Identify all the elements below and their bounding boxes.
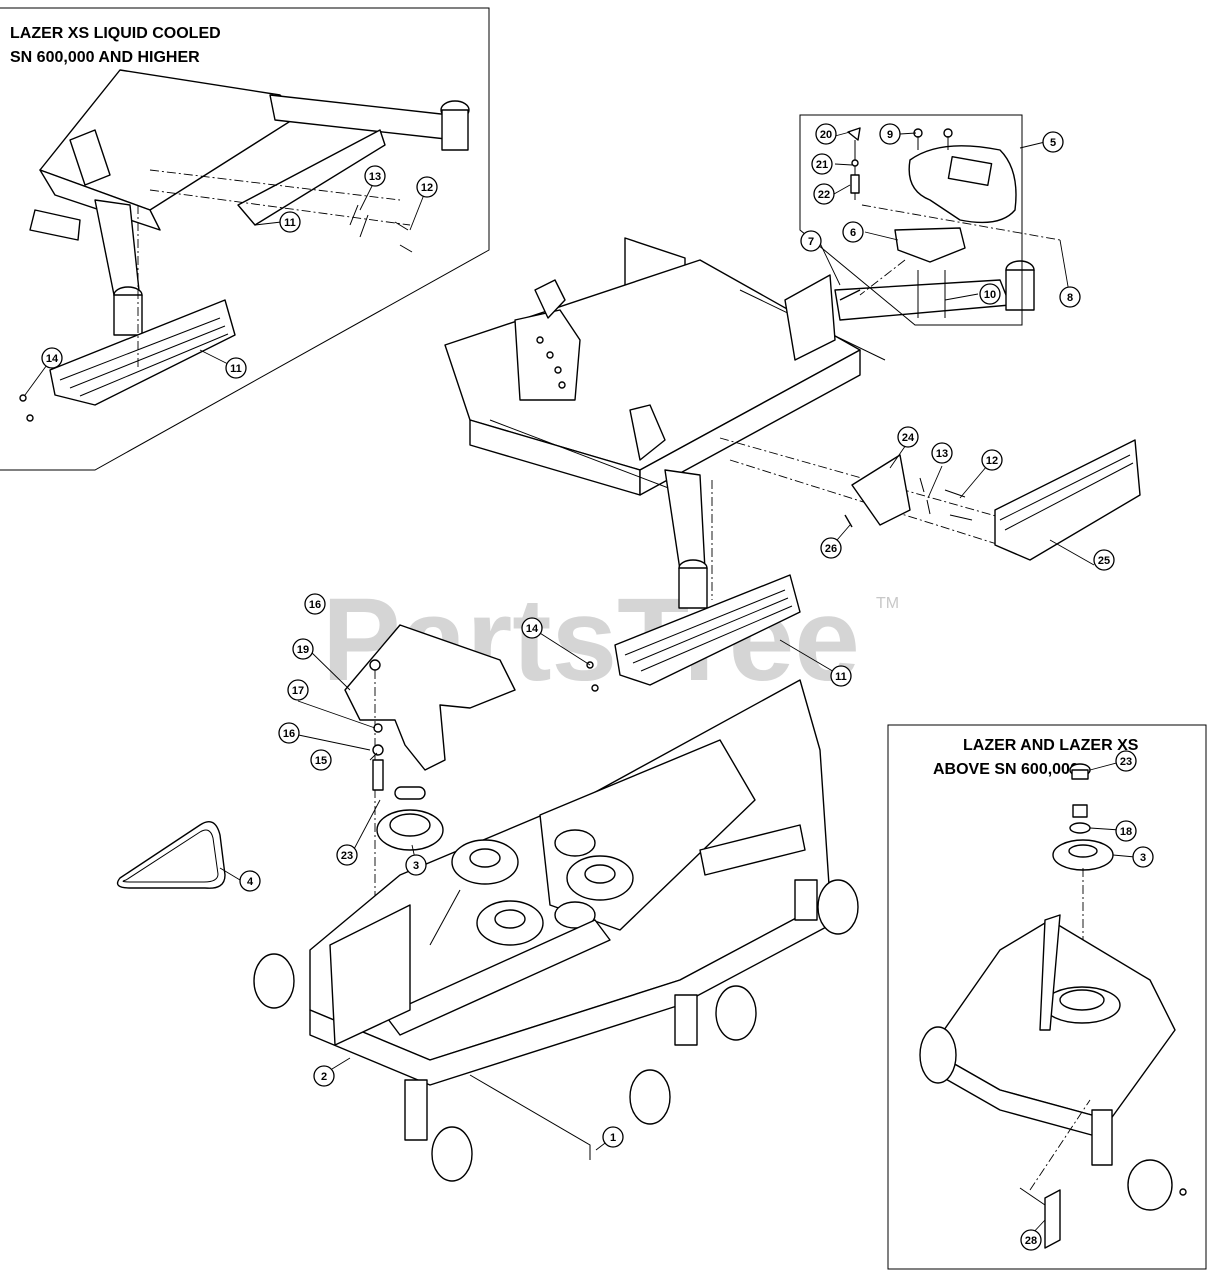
callout-20: 20 <box>815 123 837 145</box>
callout-label: 3 <box>413 860 419 872</box>
callout-label: 5 <box>1050 137 1056 149</box>
callout-1: 1 <box>602 1126 624 1148</box>
callout-label: 28 <box>1025 1235 1037 1247</box>
inset-liquid-cooled: LAZER XS LIQUID COOLED SN 600,000 AND HI… <box>0 7 490 471</box>
callout-25: 25 <box>1093 549 1115 571</box>
callout-label: 1 <box>610 1132 616 1144</box>
watermark-tm: TM <box>876 595 899 612</box>
callout-label: 7 <box>808 236 814 248</box>
callout-21: 21 <box>811 153 833 175</box>
inset2-title-line2: ABOVE SN 600,000 <box>933 761 1079 778</box>
callout-label: 20 <box>820 129 832 141</box>
callout-label: 8 <box>1067 292 1073 304</box>
callout-23: 23 <box>336 844 358 866</box>
callout-label: 14 <box>46 353 59 365</box>
callout-13: 13 <box>931 442 953 464</box>
callout-label: 15 <box>315 755 327 767</box>
callout-label: 25 <box>1098 555 1110 567</box>
callout-label: 11 <box>835 671 847 683</box>
inset-title-line2: SN 600,000 AND HIGHER <box>10 49 200 66</box>
callout-15: 15 <box>310 749 332 771</box>
inset-callout-11a: 11 <box>279 211 301 233</box>
callout-4: 4 <box>239 870 261 892</box>
callout-5: 5 <box>1042 131 1064 153</box>
callout-label: 6 <box>850 227 856 239</box>
callout-label: 21 <box>816 159 828 171</box>
callout-label: 13 <box>369 171 381 183</box>
callout-label: 19 <box>297 644 309 656</box>
drive-belt <box>116 821 226 889</box>
callout-19: 19 <box>292 638 314 660</box>
callout-24: 24 <box>897 426 919 448</box>
mower-deck <box>253 679 859 1182</box>
callout-6: 6 <box>842 221 864 243</box>
callout-9: 9 <box>879 123 901 145</box>
inset2-callout-28: 28 <box>1020 1229 1042 1251</box>
callout-14: 14 <box>521 617 543 639</box>
callout-3: 3 <box>405 854 427 876</box>
callout-label: 4 <box>247 876 254 888</box>
callout-label: 9 <box>887 129 893 141</box>
inset-callout-14: 14 <box>41 347 63 369</box>
callout-26: 26 <box>820 537 842 559</box>
inset-callout-11b: 11 <box>225 357 247 379</box>
callout-label: 13 <box>936 448 948 460</box>
callout-label: 26 <box>825 543 837 555</box>
inset2-callout-18: 18 <box>1115 820 1137 842</box>
callout-label: 23 <box>1120 756 1132 768</box>
inset-title-line1: LAZER XS LIQUID COOLED <box>10 25 221 42</box>
main-frame-assembly <box>444 237 1035 609</box>
inset-callout-13: 13 <box>364 165 386 187</box>
inset-callout-12: 12 <box>416 176 438 198</box>
callout-label: 24 <box>902 432 915 444</box>
callout-label: 3 <box>1140 852 1146 864</box>
lower-deflector <box>586 574 801 692</box>
callout-16b: 16 <box>278 722 300 744</box>
bracket-and-deflector <box>844 439 1141 561</box>
callout-22: 22 <box>813 183 835 205</box>
callout-label: 12 <box>421 182 433 194</box>
callout-10: 10 <box>979 283 1001 305</box>
callout-7: 7 <box>800 230 822 252</box>
callout-label: 16 <box>283 728 295 740</box>
callout-8: 8 <box>1059 286 1081 308</box>
callout-label: 17 <box>292 685 304 697</box>
inset2-callout-3: 3 <box>1132 846 1154 868</box>
callout-label: 10 <box>984 289 996 301</box>
callout-label: 14 <box>526 623 539 635</box>
callout-16: 16 <box>304 593 326 615</box>
callout-label: 23 <box>341 850 353 862</box>
callout-label: 12 <box>986 455 998 467</box>
inset2-callout-23: 23 <box>1115 750 1137 772</box>
inset2-title-line1: LAZER AND LAZER XS <box>963 737 1139 754</box>
callout-12: 12 <box>981 449 1003 471</box>
callout-2: 2 <box>313 1065 335 1087</box>
callout-label: 11 <box>230 363 242 375</box>
inset-lazer-xs: LAZER AND LAZER XS ABOVE SN 600,000 <box>887 724 1207 1270</box>
callout-label: 18 <box>1120 826 1132 838</box>
callout-label: 16 <box>309 599 321 611</box>
callout-label: 2 <box>321 1071 327 1083</box>
callout-11: 11 <box>830 665 852 687</box>
inset-seat-bracket <box>799 114 1061 326</box>
leader-lines <box>24 131 1136 1236</box>
callout-17: 17 <box>287 679 309 701</box>
callout-label: 22 <box>818 189 830 201</box>
callout-label: 11 <box>284 217 296 229</box>
